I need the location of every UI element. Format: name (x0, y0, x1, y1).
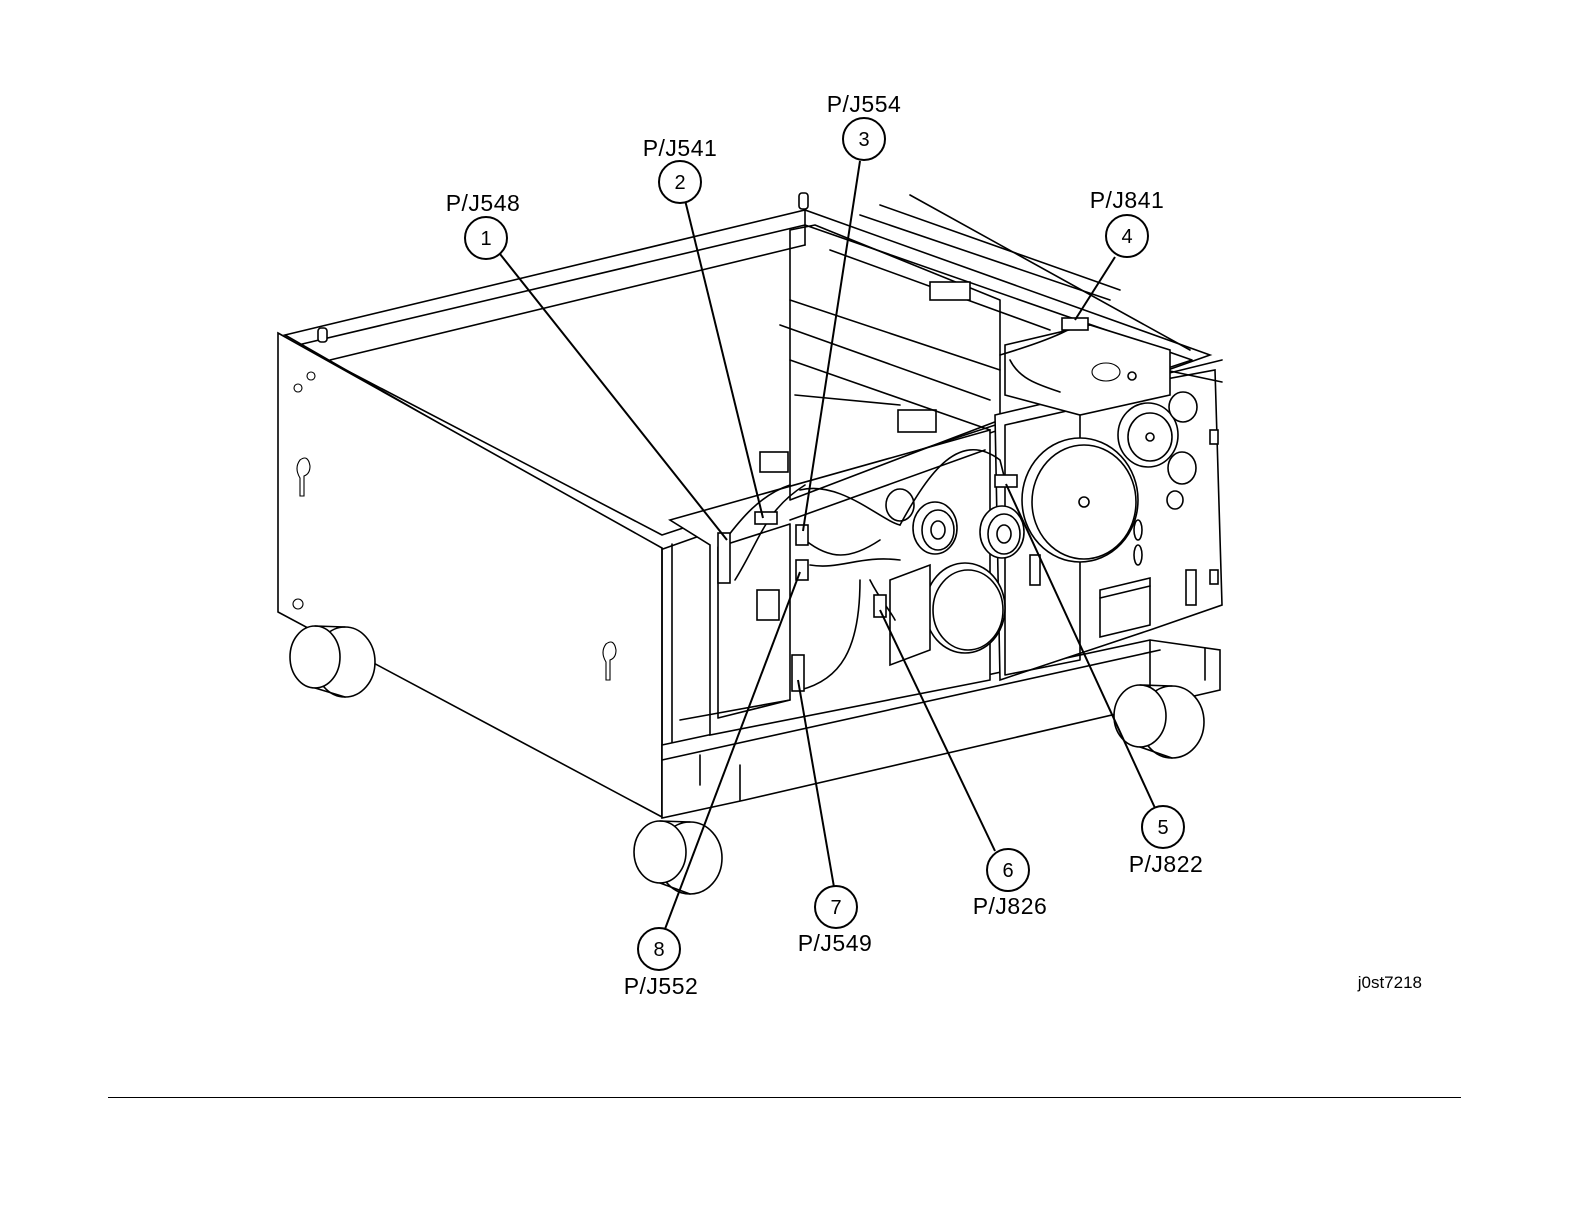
connector-label-p-j826: P/J826 (973, 893, 1048, 919)
callout-2: 2 P/J541 (643, 135, 718, 203)
callout-3: 3 P/J554 (827, 91, 902, 160)
connector-label-p-j552: P/J552 (624, 973, 699, 999)
callout-1: 1 P/J548 (446, 190, 521, 259)
connector-label-p-j548: P/J548 (446, 190, 521, 216)
connector-label-p-j822: P/J822 (1129, 851, 1204, 877)
callout-number-2: 2 (674, 172, 685, 194)
connector-label-p-j541: P/J541 (643, 135, 718, 161)
footer-rule (108, 1097, 1461, 1098)
cabinet-illustration (278, 193, 1222, 894)
callout-8: 8 P/J552 (624, 928, 699, 999)
callout-7: 7 P/J549 (798, 886, 873, 956)
callout-number-1: 1 (480, 228, 491, 250)
connector-label-p-j549: P/J549 (798, 930, 873, 956)
callout-number-3: 3 (858, 129, 869, 151)
connector-label-p-j841: P/J841 (1090, 187, 1165, 213)
callout-4: 4 P/J841 (1090, 187, 1165, 257)
callout-number-5: 5 (1157, 817, 1168, 839)
callout-5: 5 P/J822 (1129, 806, 1204, 877)
callout-number-8: 8 (653, 939, 664, 961)
callout-6: 6 P/J826 (973, 849, 1048, 919)
callout-number-4: 4 (1121, 226, 1132, 248)
figure-id: j0st7218 (1357, 973, 1422, 992)
callout-number-6: 6 (1002, 860, 1013, 882)
connector-label-p-j554: P/J554 (827, 91, 902, 117)
leader-line-4 (1075, 257, 1115, 320)
callout-number-7: 7 (830, 897, 841, 919)
